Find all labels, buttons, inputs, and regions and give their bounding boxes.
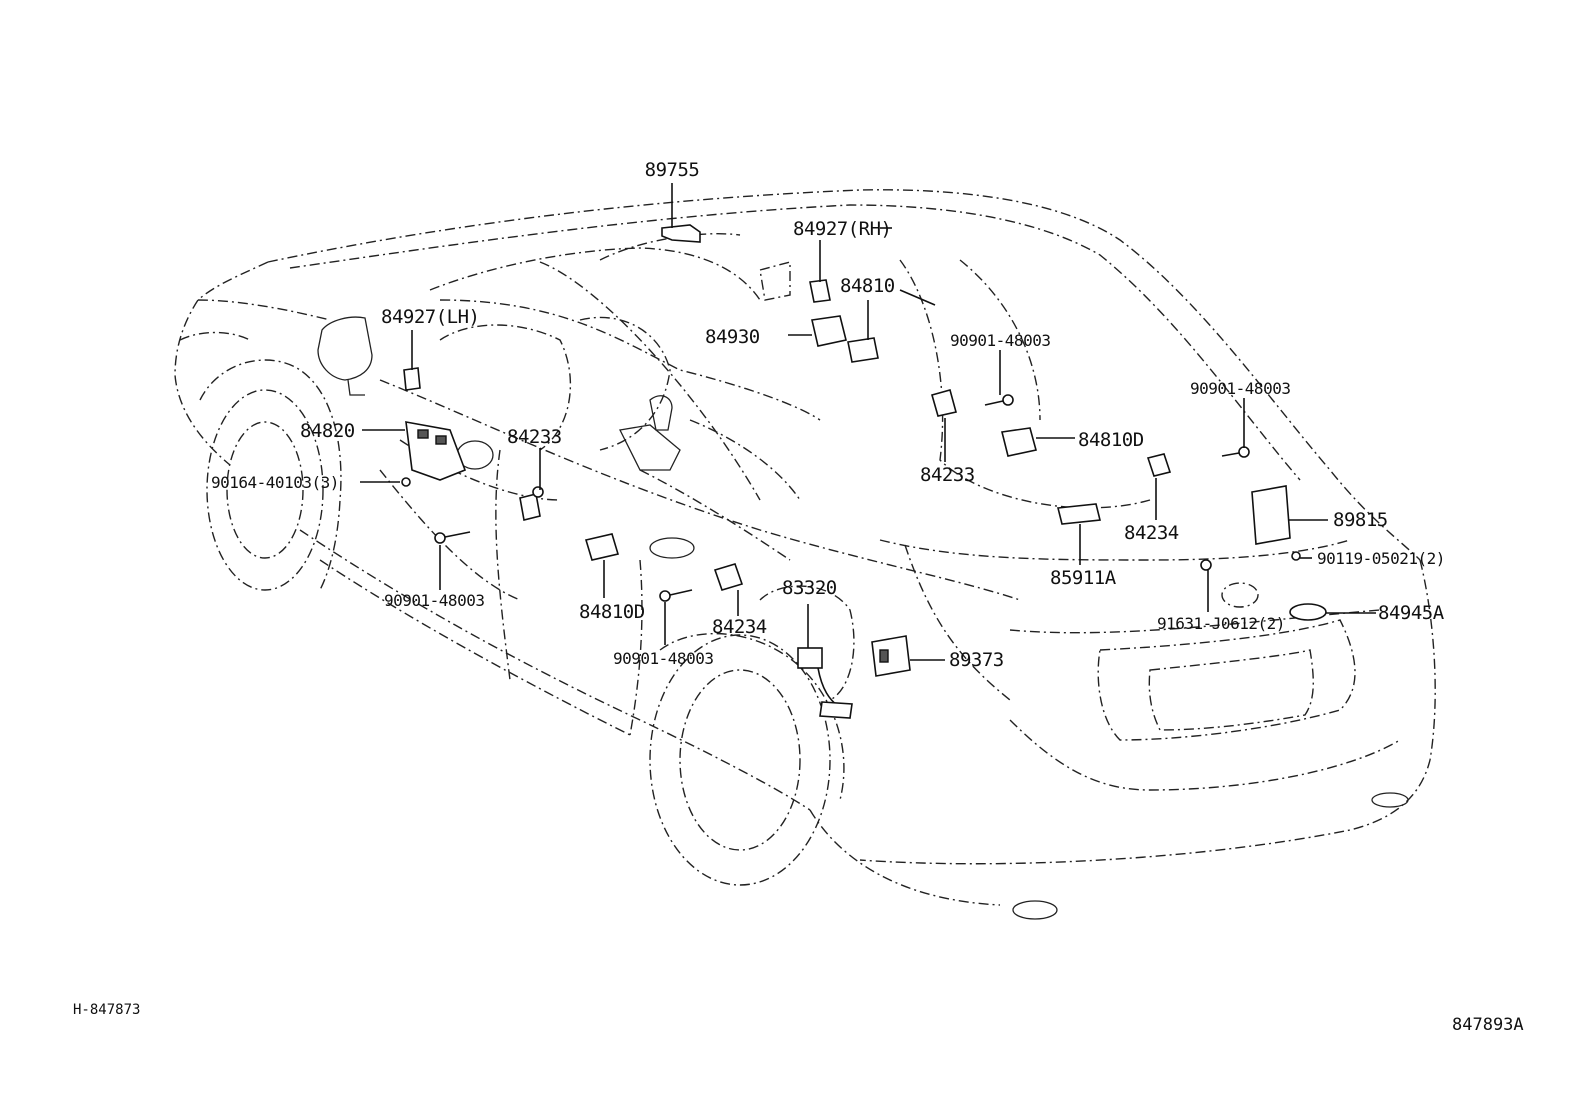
label-84930: 84930 (705, 326, 760, 348)
label-84927-lh: 84927(LH) (381, 306, 479, 328)
label-83320: 83320 (782, 577, 837, 599)
label-84233-left: 84233 (507, 426, 562, 448)
label-84810: 84810 (840, 275, 895, 297)
label-84233-right: 84233 (920, 464, 975, 486)
footer-right-code: 847893A (1452, 1015, 1524, 1035)
part-labels: 89755 84927(RH) 84810 84927(LH) 84930 90… (211, 159, 1445, 671)
label-89815: 89815 (1333, 509, 1388, 531)
label-90164-40103: 90164-40103(3) (211, 473, 339, 492)
label-90901-48003-right: 90901-48003 (1190, 379, 1290, 398)
label-90901-48003-bottom: 90901-48003 (613, 649, 713, 668)
label-84810d-right: 84810D (1078, 429, 1144, 451)
label-91631-j0612: 91631-J0612(2) (1157, 614, 1285, 633)
label-90901-48003-left: 90901-48003 (384, 591, 484, 610)
label-90901-48003-top: 90901-48003 (950, 331, 1050, 350)
label-90119-05021: 90119-05021(2) (1317, 549, 1445, 568)
label-84234-mid: 84234 (712, 616, 767, 638)
label-89373: 89373 (949, 649, 1004, 671)
label-85911a: 85911A (1050, 567, 1117, 589)
car-body-outline (174, 189, 1436, 920)
label-84820: 84820 (300, 420, 355, 442)
label-89755: 89755 (645, 159, 700, 181)
label-84927-rh: 84927(RH) (793, 218, 891, 240)
label-84234-right: 84234 (1124, 522, 1179, 544)
label-84945a: 84945A (1378, 602, 1445, 624)
label-84810d-left: 84810D (579, 601, 645, 623)
part-shapes (401, 224, 1327, 719)
leader-lines (360, 183, 1376, 661)
footer-left-code: H-847873 (73, 1002, 140, 1018)
